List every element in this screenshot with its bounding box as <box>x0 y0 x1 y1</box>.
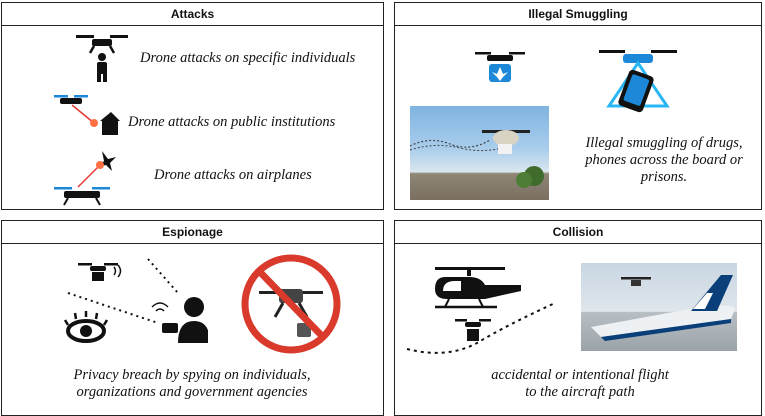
drone-phone-icon <box>589 44 687 116</box>
espionage-caption-line-1: Privacy breach by spying on individuals, <box>73 367 311 383</box>
drone-airplane-icon <box>50 143 122 207</box>
panel-collision-title: Collision <box>395 221 761 244</box>
attack-item-2: Drone attacks on public institutions <box>128 114 336 130</box>
panel-smuggling: Illegal Smuggling Illegal smuggling <box>394 2 762 210</box>
panel-collision: Collision accidental or intentional flig… <box>394 220 762 416</box>
collision-caption-line-1: accidental or intentional flight <box>491 367 669 383</box>
espionage-caption: Privacy breach by spying on individuals,… <box>22 367 362 401</box>
no-drone-icon <box>239 251 343 357</box>
attack-item-1: Drone attacks on specific individuals <box>140 50 356 66</box>
smuggling-caption: Illegal smuggling of drugs, phones acros… <box>569 135 759 186</box>
drone-spy-icon <box>58 253 208 373</box>
espionage-caption-line-2: organizations and government agencies <box>76 384 308 400</box>
drone-house-icon <box>50 89 120 141</box>
panel-attacks: Attacks Drone attacks on specific indivi… <box>1 2 384 210</box>
drone-person-icon <box>72 31 132 83</box>
helicopter-drone-icon <box>405 261 557 359</box>
collision-caption: accidental or intentional flight to the … <box>415 367 745 401</box>
panel-attacks-title: Attacks <box>2 3 383 26</box>
attack-item-3: Drone attacks on airplanes <box>154 167 312 183</box>
panel-smuggling-title: Illegal Smuggling <box>395 3 761 26</box>
drone-prison-photo <box>410 106 549 200</box>
panel-espionage-title: Espionage <box>2 221 383 244</box>
panel-espionage: Espionage Privacy <box>1 220 384 416</box>
smuggling-caption-line-2: phones across the board or <box>585 152 743 168</box>
smuggling-caption-line-3: prisons. <box>640 169 688 185</box>
smuggling-caption-line-1: Illegal smuggling of drugs, <box>585 135 743 151</box>
collision-caption-line-2: to the aircraft path <box>525 384 635 400</box>
drone-cannabis-icon <box>467 36 533 102</box>
airplane-drone-photo <box>581 263 737 351</box>
